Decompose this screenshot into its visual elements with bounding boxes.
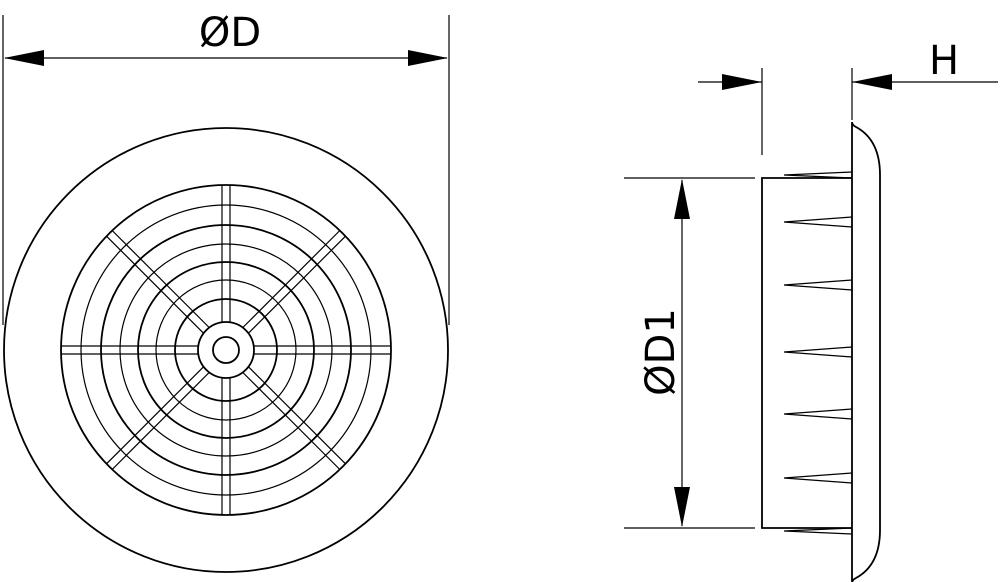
- grille-spokes: [61, 185, 391, 515]
- retention-fin: [783, 216, 853, 228]
- retention-fin: [783, 527, 853, 535]
- grille-groove: [119, 243, 333, 457]
- grille-ring: [100, 224, 352, 476]
- grille-spoke: [248, 235, 346, 334]
- grille-ring: [174, 298, 278, 402]
- grille-spoke: [106, 366, 204, 465]
- arrowhead-top: [674, 179, 690, 219]
- grille-spoke: [106, 235, 204, 334]
- arrowhead-h-right: [852, 74, 892, 90]
- grille-rings: [60, 184, 392, 516]
- hub-center: [212, 336, 240, 364]
- dimension-od: ØD: [2, 10, 450, 325]
- grille-spoke: [111, 230, 210, 328]
- grille-spoke: [248, 366, 346, 465]
- sleeve-body: [761, 177, 852, 529]
- arrowhead-right: [408, 50, 448, 66]
- grille-groove: [155, 279, 297, 421]
- grille-spoke: [242, 230, 341, 328]
- retention-fin: [783, 279, 853, 291]
- arrowhead-left: [4, 50, 44, 66]
- dimension-od1: ØD1: [624, 177, 755, 529]
- arrowhead-h-left: [722, 74, 762, 90]
- outer-flange: [3, 127, 449, 573]
- retention-fin: [783, 472, 853, 484]
- grille-ring: [137, 261, 315, 439]
- grille-ring: [60, 184, 392, 516]
- grille-spoke: [242, 372, 341, 470]
- retention-fin: [783, 346, 853, 358]
- retention-fin: [783, 408, 853, 420]
- height-label: H: [929, 38, 959, 84]
- retention-fins: [783, 171, 853, 535]
- grille-spoke: [111, 372, 210, 470]
- dimension-h: H: [698, 38, 998, 155]
- inner-diameter-label: ØD1: [638, 308, 684, 396]
- diameter-label: ØD: [199, 10, 261, 56]
- flange-outline: [851, 121, 881, 582]
- grille-groove: [80, 204, 372, 496]
- arrowhead-bottom: [674, 487, 690, 527]
- front-view: ØD: [2, 10, 450, 573]
- hub-outer: [197, 321, 255, 379]
- retention-fin: [783, 171, 853, 179]
- side-view: H ØD1: [624, 38, 998, 582]
